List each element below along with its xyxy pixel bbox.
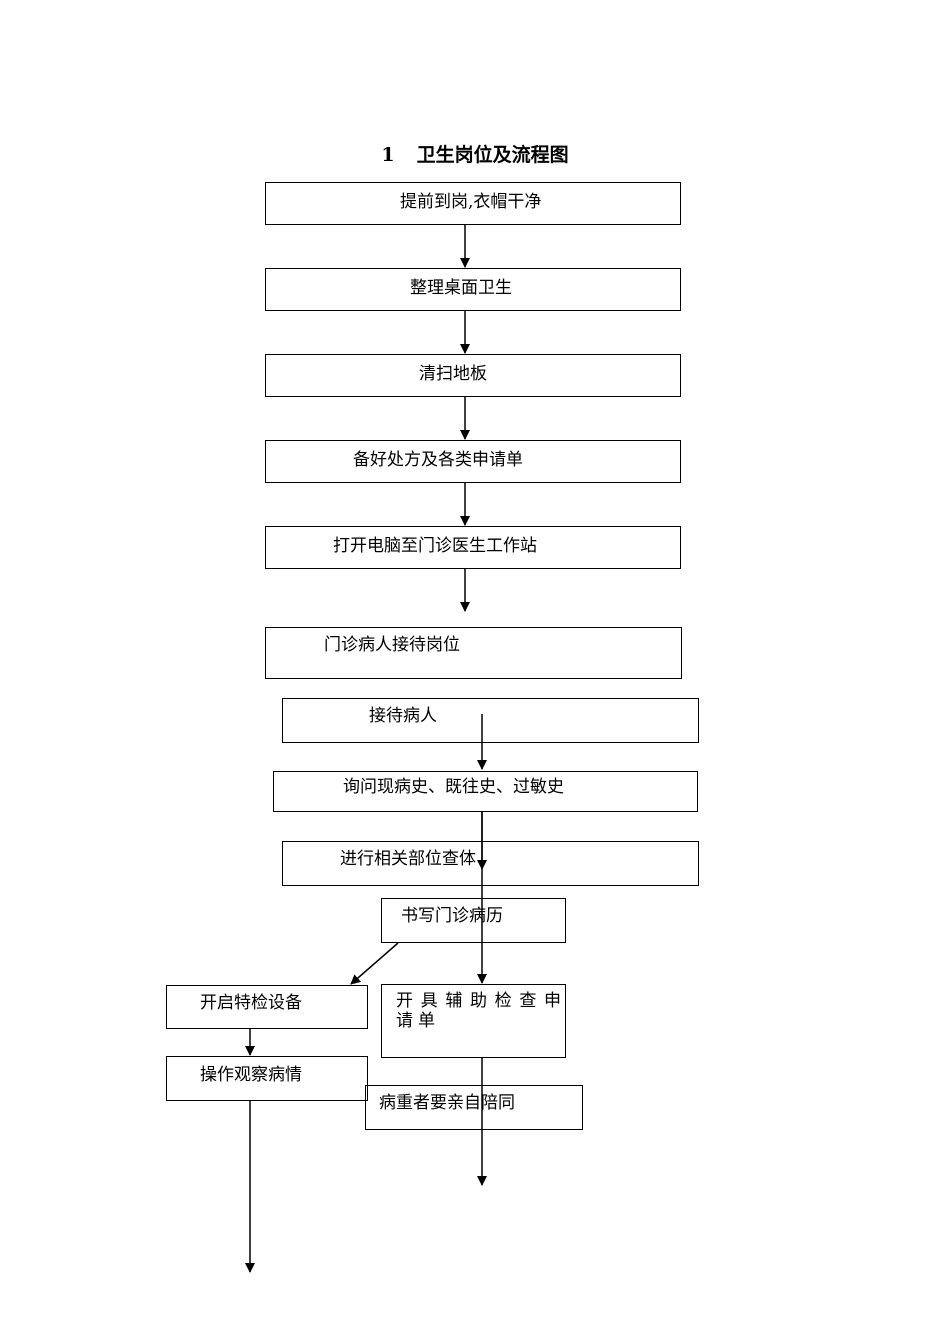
title-text: 卫生岗位及流程图: [416, 144, 569, 166]
reception-header-label: 门诊病人接待岗位: [324, 635, 460, 655]
step-label-2: 整理桌面卫生: [410, 278, 512, 298]
observe-box: 操作观察病情: [166, 1056, 368, 1101]
step-box-2: 整理桌面卫生: [265, 268, 681, 311]
receive-patient-label: 接待病人: [369, 706, 437, 726]
step-box-5: 打开电脑至门诊医生工作站: [265, 526, 681, 569]
step-label-4: 备好处方及各类申请单: [353, 450, 523, 470]
equipment-label: 开启特检设备: [200, 993, 302, 1013]
page-title: 1 卫生岗位及流程图: [0, 140, 950, 167]
receive-patient-box: 接待病人: [282, 698, 699, 743]
accompany-label: 病重者要亲自陪同: [379, 1093, 515, 1113]
arrow-record-left: [350, 942, 399, 985]
step-box-4: 备好处方及各类申请单: [265, 440, 681, 483]
history-box: 询问现病史、既往史、过敏史: [273, 771, 698, 812]
step-label-1: 提前到岗,衣帽干净: [400, 192, 542, 212]
record-label: 书写门诊病历: [401, 906, 503, 926]
step-label-5: 打开电脑至门诊医生工作站: [333, 536, 537, 556]
observe-label: 操作观察病情: [200, 1065, 302, 1085]
equipment-box: 开启特检设备: [166, 985, 368, 1029]
exam-box: 进行相关部位查体: [282, 841, 699, 886]
title-number: 1: [381, 144, 395, 166]
record-box: 书写门诊病历: [381, 898, 566, 943]
accompany-box: 病重者要亲自陪同: [365, 1085, 583, 1130]
step-box-3: 清扫地板: [265, 354, 681, 397]
aux-exam-box: 开具辅助检查申请单: [381, 984, 566, 1058]
reception-header-box: 门诊病人接待岗位: [265, 627, 682, 679]
exam-label: 进行相关部位查体: [340, 849, 476, 869]
history-label: 询问现病史、既往史、过敏史: [343, 777, 564, 797]
step-box-1: 提前到岗,衣帽干净: [265, 182, 681, 225]
step-label-3: 清扫地板: [419, 364, 487, 384]
aux-exam-label: 开具辅助检查申请单: [396, 991, 566, 1031]
